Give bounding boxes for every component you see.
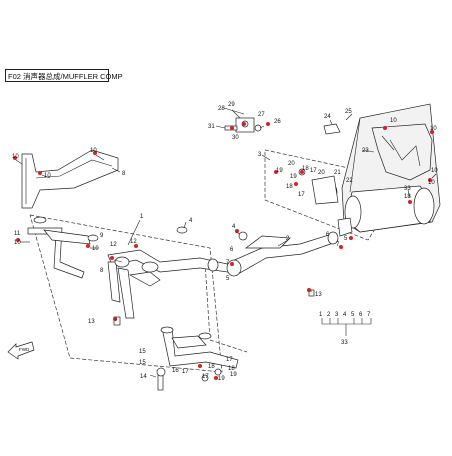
torque-markers <box>13 122 434 380</box>
callout-6: 6 <box>230 247 234 253</box>
callout-19: 19 <box>218 376 225 382</box>
boundary-main <box>29 214 223 373</box>
callout-17: 17 <box>182 369 189 375</box>
kit-member-7: 7 <box>367 312 371 318</box>
kit-member-3: 3 <box>335 312 339 318</box>
callout-5: 5 <box>226 276 230 282</box>
forward-label: FWD <box>19 347 30 352</box>
callout-13: 13 <box>88 319 95 325</box>
callout-6: 6 <box>326 232 330 238</box>
callout-20: 20 <box>318 170 325 176</box>
callout-18: 18 <box>286 184 293 190</box>
callout-8: 8 <box>100 268 104 274</box>
callout-18: 18 <box>228 366 235 372</box>
kit-member-5: 5 <box>351 312 355 318</box>
kit-group: 1 2 3 4 5 6 7 33 <box>319 312 371 346</box>
kit-member-1: 1 <box>319 312 323 318</box>
callout-14: 14 <box>140 374 147 380</box>
callout-23: 23 <box>362 148 369 154</box>
callout-3: 3 <box>258 152 262 158</box>
callout-1: 1 <box>140 214 144 220</box>
callout-7: 7 <box>336 242 340 248</box>
callout-18: 18 <box>302 166 309 172</box>
callout-17: 17 <box>202 374 209 380</box>
kit-member-4: 4 <box>343 312 347 318</box>
callout-18: 18 <box>208 364 215 370</box>
callout-18: 18 <box>404 194 411 200</box>
callout-17: 17 <box>310 168 317 174</box>
callout-8: 8 <box>122 171 126 177</box>
callout-19: 19 <box>276 168 283 174</box>
callout-31: 31 <box>208 124 215 130</box>
callout-17: 17 <box>298 192 305 198</box>
callout-28: 28 <box>218 106 225 112</box>
callout-13: 13 <box>315 292 322 298</box>
callout-26: 26 <box>274 119 281 125</box>
callout-27: 27 <box>258 112 265 118</box>
callout-12: 12 <box>130 239 137 245</box>
callout-10: 10 <box>14 240 21 246</box>
callout-10: 10 <box>12 154 19 160</box>
callout-22: 22 <box>346 178 353 184</box>
callout-7: 7 <box>226 260 230 266</box>
callout-17: 17 <box>226 357 233 363</box>
callout-33: 33 <box>404 186 411 192</box>
callout-10: 10 <box>90 148 97 154</box>
callout-20: 20 <box>288 161 295 167</box>
callout-4: 4 <box>189 218 193 224</box>
diagram-title: F02 消声器总成/MUFFLER COMP <box>5 69 123 82</box>
mid-pipe <box>207 231 339 277</box>
callout-21: 21 <box>334 170 341 176</box>
callout-10: 10 <box>92 246 99 252</box>
fasteners <box>113 168 315 391</box>
callout-10: 10 <box>431 168 438 174</box>
callout-16: 16 <box>172 368 179 374</box>
kit-label-33: 33 <box>341 340 348 346</box>
kit-member-6: 6 <box>359 312 363 318</box>
callout-12: 12 <box>110 242 117 248</box>
heat-shield <box>21 149 119 209</box>
boundary-lower <box>204 261 248 353</box>
callout-10: 10 <box>430 126 437 132</box>
callout-29: 29 <box>228 102 235 108</box>
muffler-inlet-parts <box>311 175 339 205</box>
callout-5: 5 <box>344 236 348 242</box>
callout-11: 11 <box>14 231 21 237</box>
callout-4: 4 <box>232 224 236 230</box>
callout-30: 30 <box>232 135 239 141</box>
callout-25: 25 <box>345 109 352 115</box>
kit-member-2: 2 <box>327 312 331 318</box>
kit-group-bracket <box>321 318 372 336</box>
callout-2: 2 <box>286 236 290 242</box>
hanger-bracket <box>223 107 341 135</box>
callout-19: 19 <box>230 372 237 378</box>
muffler-guard <box>371 123 433 181</box>
callout-24: 24 <box>324 114 331 120</box>
callout-15: 15 <box>139 349 146 355</box>
callout-10: 10 <box>390 118 397 124</box>
callout-10: 10 <box>428 180 435 186</box>
callout-15: 15 <box>139 360 146 366</box>
leader-lines <box>15 109 437 378</box>
header-pipe-lower <box>160 326 239 369</box>
callout-labels: 10 10 10 8 11 10 9 10 8 1 12 12 4 13 4 6… <box>12 102 438 382</box>
bracket-left <box>27 216 99 279</box>
forward-arrow-icon: FWD <box>7 341 35 360</box>
callout-9: 9 <box>100 233 104 239</box>
callout-10: 10 <box>44 173 51 179</box>
callout-19: 19 <box>290 174 297 180</box>
